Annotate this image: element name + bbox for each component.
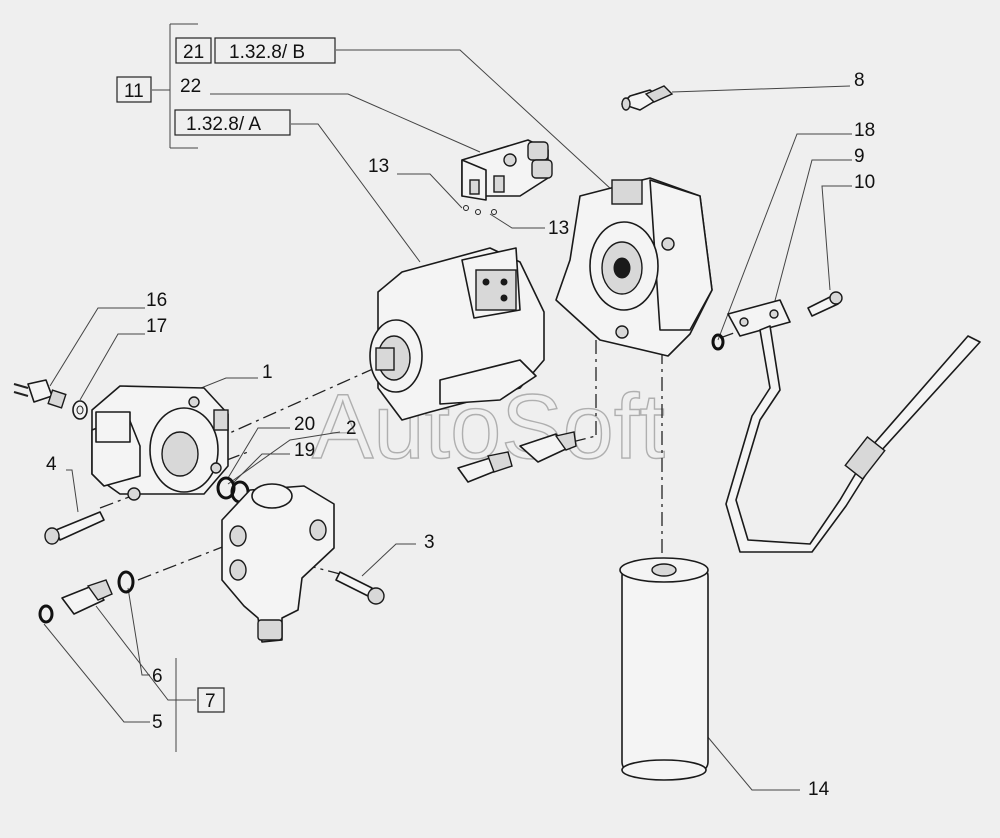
box-21[interactable]	[175, 37, 212, 64]
callout-8: 8	[854, 70, 865, 91]
callout-19: 19	[294, 440, 315, 461]
ref-1-32-8-a[interactable]	[174, 109, 291, 136]
callout-16: 16	[146, 290, 167, 311]
main-hydraulic-pump[interactable]	[369, 247, 545, 421]
box-11[interactable]	[116, 76, 152, 103]
screw-part-3[interactable]	[335, 571, 385, 605]
label-21: 21	[183, 42, 204, 63]
hydraulic-tube[interactable]	[725, 325, 981, 553]
fitting-part-8[interactable]	[621, 85, 674, 111]
callout-3: 3	[424, 532, 435, 553]
ref-1-32-8-b-label: 1.32.8/ B	[229, 42, 305, 63]
callout-10: 10	[854, 172, 875, 193]
callout-13-lower: 13	[548, 218, 569, 239]
callout-17: 17	[146, 316, 167, 337]
washer-part-17[interactable]	[72, 400, 88, 420]
callout-9: 9	[854, 146, 865, 167]
callout-2: 2	[346, 418, 357, 439]
box-7[interactable]	[197, 687, 225, 713]
pressure-sensor[interactable]	[457, 431, 577, 483]
callout-18: 18	[854, 120, 875, 141]
gear-pump-part-1[interactable]	[91, 385, 229, 501]
screw-part-10[interactable]	[807, 291, 843, 317]
group-bracket-11	[152, 23, 198, 149]
filter-part-14[interactable]	[619, 557, 709, 781]
label-7: 7	[205, 691, 216, 712]
label-11: 11	[124, 81, 144, 102]
callout-1: 1	[262, 362, 273, 383]
ref-1-32-8-a-label: 1.32.8/ A	[186, 114, 261, 135]
rear-hydraulic-pump[interactable]	[555, 177, 713, 357]
leader-lines	[43, 49, 852, 791]
callout-20: 20	[294, 414, 315, 435]
assembly-axis-lines	[99, 329, 743, 581]
sender-part-16[interactable]	[13, 379, 67, 409]
callout-13-upper: 13	[368, 156, 389, 177]
fitting-part-7[interactable]	[61, 579, 113, 615]
seal-part-6[interactable]	[117, 570, 135, 594]
callout-22: 22	[180, 76, 201, 97]
valve-block-part-22[interactable]	[461, 139, 553, 215]
callout-6: 6	[152, 666, 163, 687]
ref-1-32-8-b[interactable]	[214, 37, 336, 64]
seal-part-5[interactable]	[38, 604, 54, 624]
flange-part-9[interactable]	[727, 299, 791, 337]
valve-body-part-2[interactable]	[221, 483, 335, 643]
seal-part-18[interactable]	[711, 333, 725, 351]
callout-5: 5	[152, 712, 163, 733]
callout-14: 14	[808, 779, 830, 800]
callout-4: 4	[46, 454, 57, 475]
screw-part-4[interactable]	[44, 511, 105, 545]
